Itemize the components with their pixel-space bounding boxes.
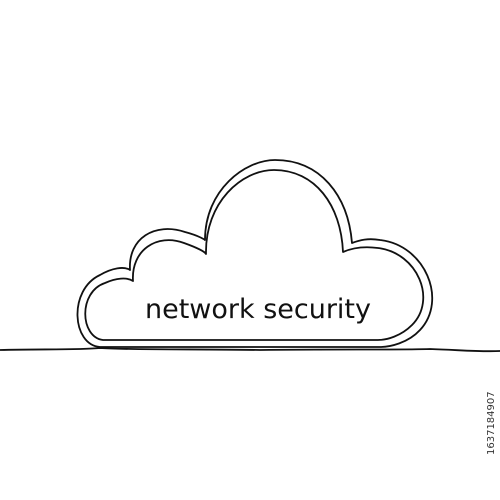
ground-line: [0, 347, 500, 353]
stock-id: 1637184907: [486, 391, 497, 455]
cloud-icon: [76, 159, 434, 348]
cloud-inner-outline: [84, 169, 425, 341]
cloud-caption: network security: [145, 294, 371, 325]
